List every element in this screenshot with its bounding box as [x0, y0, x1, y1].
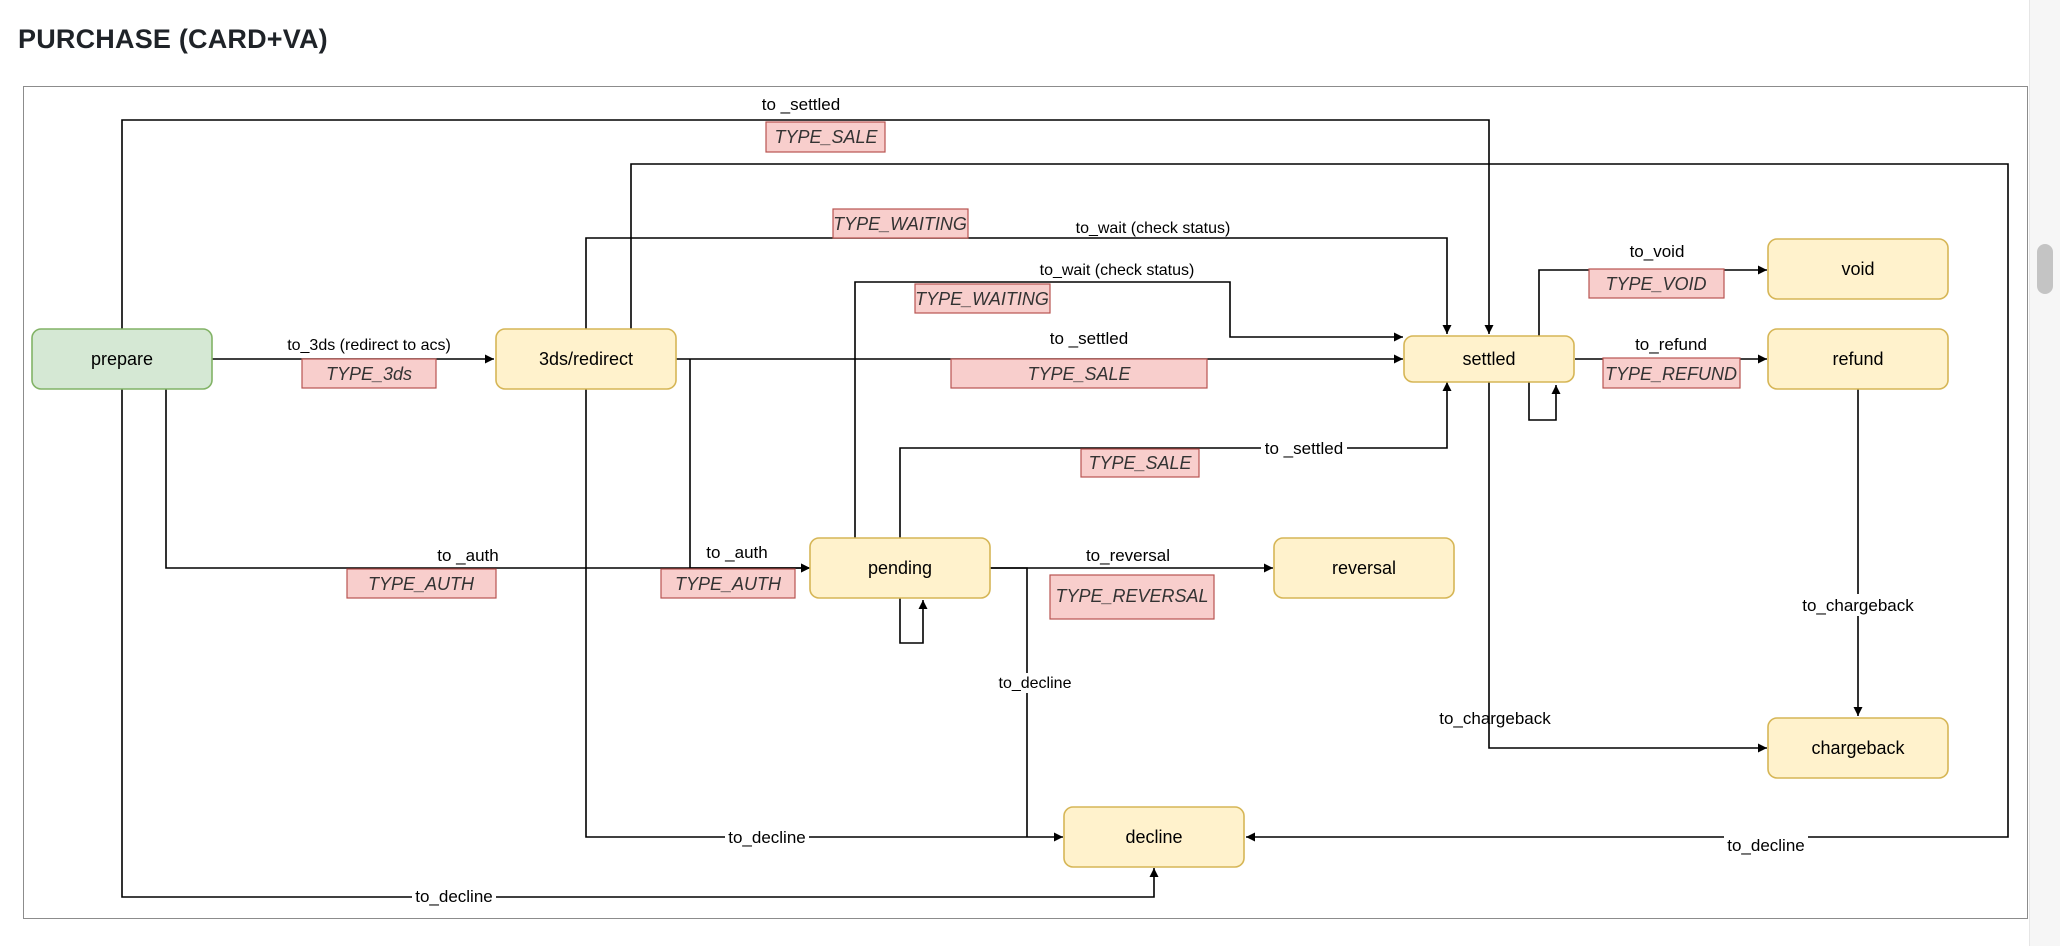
- state-settled[interactable]: settled: [1403, 335, 1575, 383]
- state-pending[interactable]: pending: [809, 537, 991, 599]
- tag-type-sale-top: TYPE_SALE: [774, 127, 878, 147]
- edge-pending-to-settled-wait: [854, 281, 1403, 538]
- label-to-settled-mid: to _settled: [1050, 329, 1128, 348]
- tag-type-sale-mid: TYPE_SALE: [1027, 364, 1131, 384]
- tag-type-refund: TYPE_REFUND: [1605, 364, 1737, 384]
- page-title: PURCHASE (CARD+VA): [18, 24, 328, 54]
- label-to-decline-right: to_decline: [1727, 836, 1805, 855]
- edge-redirect-to-decline: [585, 388, 1063, 842]
- edge-settled-to-chargeback: [1488, 382, 1767, 753]
- state-prepare[interactable]: prepare: [31, 328, 213, 390]
- tag-type-auth-2: TYPE_AUTH: [675, 574, 782, 594]
- edge-prepare-to-pending: [165, 388, 810, 573]
- label-to-reversal: to_reversal: [1086, 546, 1170, 565]
- vertical-scrollbar[interactable]: [2029, 0, 2060, 946]
- tag-type-void: TYPE_VOID: [1605, 274, 1706, 294]
- edge-pending-to-decline: [990, 567, 1028, 837]
- label-to-settled-top: to _settled: [762, 95, 840, 114]
- edge-redirect-to-pending: [689, 359, 810, 573]
- state-settled-label: settled: [1462, 349, 1515, 369]
- label-to-void: to_void: [1630, 242, 1685, 261]
- state-refund-label: refund: [1832, 349, 1883, 369]
- tag-type-3ds: TYPE_3ds: [326, 364, 412, 384]
- label-to-wait-2: to_wait (check status): [1040, 262, 1195, 279]
- label-to-decline-prepare: to_decline: [415, 887, 493, 906]
- state-reversal[interactable]: reversal: [1273, 537, 1455, 599]
- label-to-decline-pending: to_decline: [999, 675, 1072, 692]
- label-to-refund: to_refund: [1635, 335, 1707, 354]
- tag-type-sale-low: TYPE_SALE: [1088, 453, 1192, 473]
- tag-type-waiting-2: TYPE_WAITING: [915, 289, 1049, 309]
- tag-type-auth-1: TYPE_AUTH: [368, 574, 475, 594]
- edge-prepare-to-decline: [121, 388, 1159, 898]
- label-to-auth-1: to _auth: [437, 546, 498, 565]
- state-decline-label: decline: [1125, 827, 1182, 847]
- edge-prepare-to-settled: [121, 119, 1494, 334]
- state-3ds-redirect-label: 3ds/redirect: [539, 349, 633, 369]
- tag-type-waiting-1: TYPE_WAITING: [833, 214, 967, 234]
- state-reversal-label: reversal: [1332, 558, 1396, 578]
- state-3ds-redirect[interactable]: 3ds/redirect: [495, 328, 677, 390]
- scrollbar-thumb[interactable]: [2037, 244, 2053, 294]
- edge-redirect-to-settled-wait: [585, 237, 1452, 334]
- label-to-chargeback-settled: to_chargeback: [1439, 709, 1551, 728]
- state-pending-label: pending: [868, 558, 932, 578]
- state-void[interactable]: void: [1767, 238, 1949, 300]
- diagram-frame: [23, 86, 2028, 919]
- edge-pending-to-settled-sale: [899, 382, 1452, 538]
- label-to-3ds: to_3ds (redirect to acs): [287, 337, 451, 354]
- state-decline[interactable]: decline: [1063, 806, 1245, 868]
- state-chargeback[interactable]: chargeback: [1767, 717, 1949, 779]
- label-to-auth-2: to _auth: [706, 543, 767, 562]
- state-refund[interactable]: refund: [1767, 328, 1949, 390]
- label-to-settled-low: to _settled: [1265, 439, 1343, 458]
- edge-pending-self-loop: [899, 598, 928, 644]
- label-to-chargeback-refund: to_chargeback: [1802, 596, 1914, 615]
- tag-type-reversal: TYPE_REVERSAL: [1055, 586, 1208, 606]
- state-prepare-label: prepare: [91, 349, 153, 369]
- label-to-wait-1: to_wait (check status): [1076, 220, 1231, 237]
- label-to-decline-redirect: to_decline: [728, 828, 806, 847]
- state-void-label: void: [1841, 259, 1874, 279]
- state-chargeback-label: chargeback: [1811, 738, 1905, 758]
- edge-settled-self-loop: [1528, 382, 1561, 421]
